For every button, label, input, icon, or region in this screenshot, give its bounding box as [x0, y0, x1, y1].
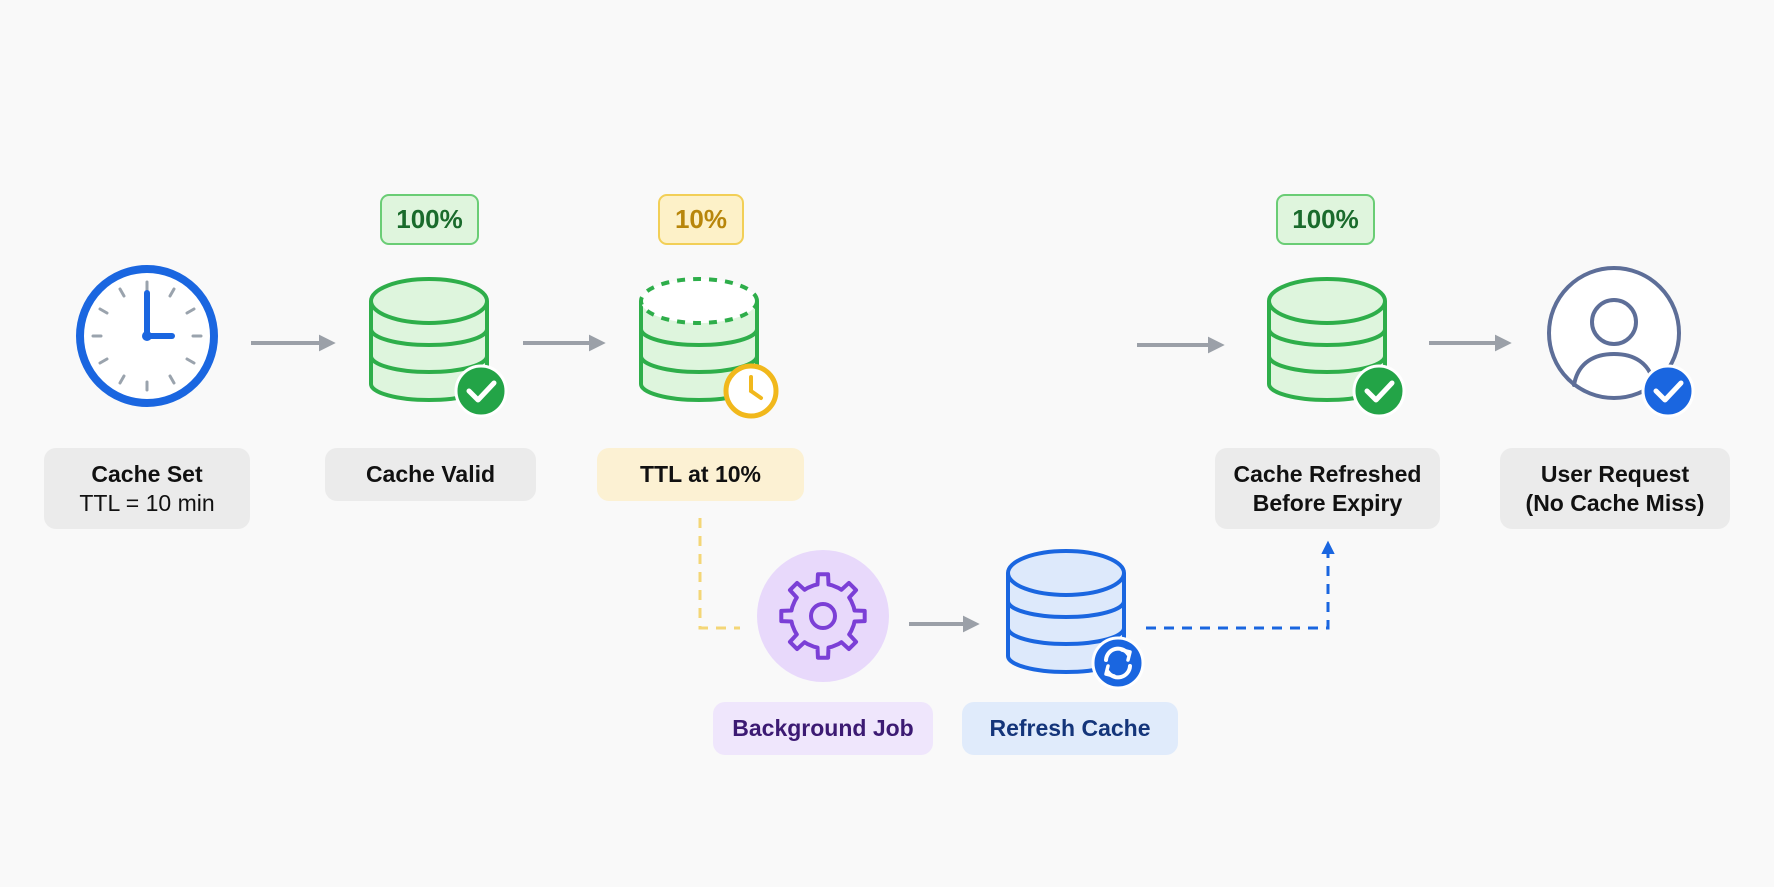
step-title: Refresh Cache — [989, 715, 1151, 741]
step-label-cache-set: Cache Set TTL = 10 min — [44, 448, 250, 529]
gear-icon — [757, 550, 889, 682]
database-check-icon — [1267, 277, 1406, 418]
step-detail: (No Cache Miss) — [1525, 489, 1705, 516]
step-label-cache-refreshed: Cache Refreshed Before Expiry — [1215, 448, 1440, 529]
gear-outline — [779, 572, 867, 660]
dashed-refresh-to-refreshed — [1146, 540, 1335, 630]
database-refresh-icon — [1006, 549, 1145, 690]
step-title: Cache Valid — [365, 461, 496, 487]
step-title: TTL at 10% — [640, 461, 761, 487]
percentage-badge-ttl: 10% — [658, 194, 744, 245]
step-title: Background Job — [732, 715, 914, 741]
step-detail: TTL = 10 min — [79, 489, 215, 516]
clock-icon — [76, 265, 218, 407]
step-title: Cache Refreshed — [1233, 460, 1422, 487]
percentage-badge-refreshed: 100% — [1276, 194, 1375, 245]
percentage-badge-valid: 100% — [380, 194, 479, 245]
step-label-cache-valid: Cache Valid — [325, 448, 536, 501]
step-label-refresh-cache: Refresh Cache — [962, 702, 1178, 755]
step-label-ttl: TTL at 10% — [597, 448, 804, 501]
step-detail: Before Expiry — [1252, 489, 1403, 516]
dashed-ttl-to-job — [698, 518, 740, 630]
step-label-user-request: User Request (No Cache Miss) — [1500, 448, 1730, 529]
step-title: User Request — [1540, 460, 1690, 487]
step-label-background-job: Background Job — [713, 702, 933, 755]
database-clock-icon — [639, 277, 779, 419]
step-title: Cache Set — [91, 460, 203, 487]
database-check-icon — [369, 277, 508, 418]
user-check-icon — [1547, 266, 1695, 418]
